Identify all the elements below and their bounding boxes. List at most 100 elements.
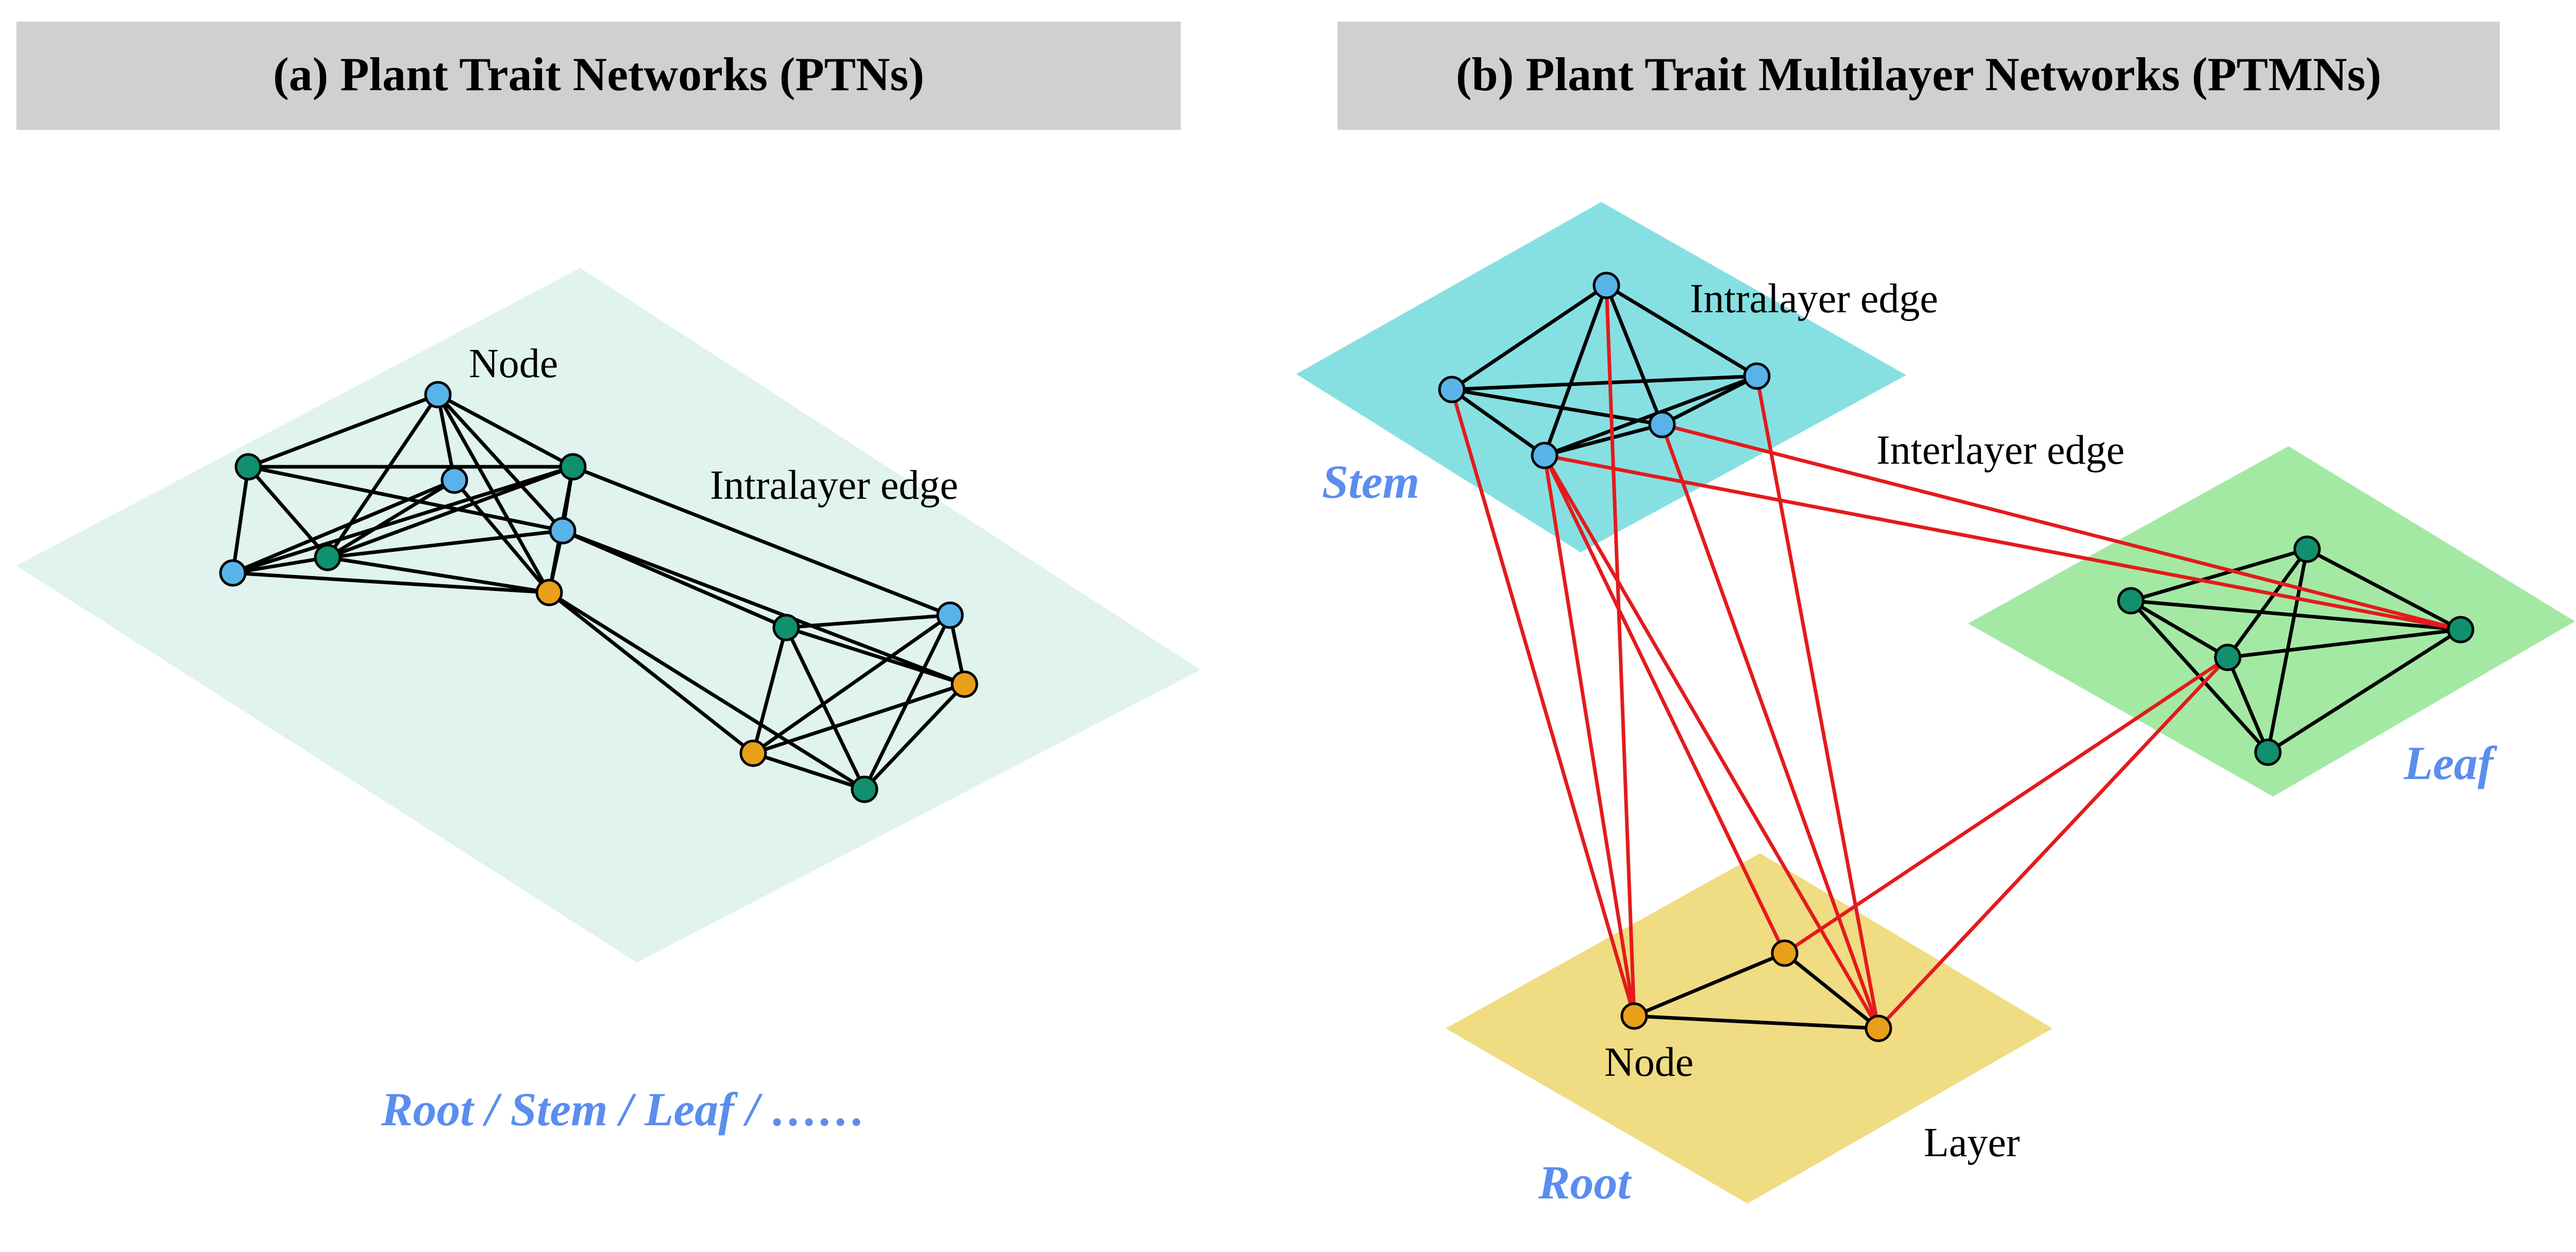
intralayer-edge bbox=[2226, 548, 2309, 659]
intralayer-edge bbox=[863, 683, 966, 791]
interlayer-edge bbox=[1543, 455, 1636, 1017]
panel-b-title: (b) Plant Trait Multilayer Networks (PTM… bbox=[1456, 48, 2381, 100]
interlayer-edge bbox=[1755, 376, 1880, 1029]
intralayer-edge bbox=[1544, 422, 1663, 458]
panel-b-header bbox=[1337, 22, 2500, 130]
intralayer-edge bbox=[785, 625, 965, 686]
intralayer-edge bbox=[437, 393, 574, 469]
intralayer-edge bbox=[436, 393, 564, 532]
panel-a-title: (a) Plant Trait Networks (PTNs) bbox=[273, 48, 924, 100]
leaf-intralayer-edges bbox=[2129, 547, 2462, 754]
intralayer-edge bbox=[1604, 284, 1664, 426]
ptmn-layer-label: Layer bbox=[1924, 1120, 2020, 1165]
interlayer-edge bbox=[1544, 453, 2461, 632]
node bbox=[1648, 411, 1676, 438]
intralayer-edge bbox=[751, 627, 788, 754]
intralayer-edge bbox=[232, 478, 455, 575]
intralayer-edge bbox=[2130, 599, 2229, 659]
ptn-nodes bbox=[219, 381, 978, 803]
intralayer-edge bbox=[2226, 656, 2270, 753]
intralayer-edge bbox=[752, 614, 952, 755]
ptn-intralayer-edge-label: Intralayer edge bbox=[710, 463, 958, 508]
node bbox=[1592, 272, 1620, 299]
layer-name-stem: Stem bbox=[1322, 455, 1419, 508]
intralayer-edge bbox=[327, 529, 563, 560]
intralayer-edge bbox=[2130, 599, 2461, 632]
node bbox=[2214, 644, 2242, 671]
interlayer-edge bbox=[1784, 656, 2229, 955]
intralayer-edge bbox=[2267, 628, 2462, 754]
layer-name-root: Root bbox=[1538, 1156, 1632, 1209]
intralayer-edge bbox=[1605, 284, 1758, 378]
root-nodes bbox=[1620, 939, 1892, 1042]
interlayer-edge bbox=[1604, 285, 1636, 1017]
intralayer-edge bbox=[784, 627, 867, 790]
node bbox=[936, 601, 964, 629]
node bbox=[851, 775, 878, 803]
intralayer-edge bbox=[1450, 388, 1546, 457]
intralayer-edge bbox=[436, 394, 551, 594]
layer-plane-root bbox=[1446, 853, 2053, 1204]
node bbox=[1620, 1002, 1648, 1030]
intralayer-edge bbox=[752, 751, 866, 791]
intralayer-edge bbox=[232, 571, 550, 595]
panel-b: (b) Plant Trait Multilayer Networks (PTM… bbox=[1296, 22, 2575, 1209]
leaf-nodes bbox=[2117, 535, 2475, 766]
intralayer-edge bbox=[572, 465, 951, 617]
interlayer-edge bbox=[1662, 422, 2461, 632]
stem-nodes bbox=[1438, 272, 1771, 469]
layer-name-leaf: Leaf bbox=[2403, 737, 2498, 789]
node bbox=[2117, 587, 2145, 615]
node bbox=[424, 381, 452, 409]
ptmn-node-label: Node bbox=[1604, 1040, 1693, 1085]
intralayer-edge bbox=[1661, 374, 1758, 427]
ptn-intralayer-edges bbox=[231, 393, 967, 791]
intralayer-edge bbox=[548, 591, 866, 791]
intralayer-edge bbox=[326, 394, 439, 559]
root-intralayer-edges bbox=[1633, 951, 1880, 1030]
layer-plane-stem bbox=[1296, 202, 1906, 552]
intralayer-edge bbox=[2227, 628, 2461, 659]
node bbox=[535, 579, 563, 606]
node bbox=[1531, 442, 1558, 469]
interlayer-edge bbox=[1877, 656, 2229, 1030]
stem-intralayer-edges bbox=[1450, 284, 1758, 458]
intralayer-edge bbox=[231, 466, 250, 573]
node bbox=[440, 466, 468, 494]
interlayer-edge bbox=[1450, 389, 1636, 1017]
intralayer-edge bbox=[1544, 374, 1758, 458]
node bbox=[1438, 376, 1466, 403]
node bbox=[559, 453, 587, 481]
interlayer-edge bbox=[1543, 454, 1880, 1029]
interlayer-edge bbox=[1660, 424, 1880, 1029]
intralayer-edge bbox=[2130, 547, 2308, 603]
intralayer-edge bbox=[1451, 284, 1607, 391]
intralayer-edge bbox=[247, 393, 439, 469]
intralayer-edge bbox=[1783, 952, 1880, 1030]
node bbox=[739, 739, 767, 767]
intralayer-edge bbox=[1451, 387, 1663, 427]
node bbox=[951, 670, 978, 698]
interlayer-edges bbox=[1450, 285, 2461, 1030]
panel-a: (a) Plant Trait Networks (PTNs) bbox=[16, 22, 1200, 1136]
intralayer-edge bbox=[2306, 547, 2462, 632]
intralayer-edge bbox=[232, 465, 574, 575]
intralayer-edge bbox=[1543, 284, 1608, 456]
node bbox=[314, 544, 342, 571]
node bbox=[2447, 616, 2475, 644]
panel-a-header bbox=[16, 22, 1181, 130]
node bbox=[219, 559, 247, 587]
intralayer-edge bbox=[562, 529, 965, 686]
intralayer-edge bbox=[548, 591, 755, 755]
intralayer-edge bbox=[752, 682, 965, 755]
node bbox=[1865, 1014, 1892, 1042]
ptn-node-label: Node bbox=[469, 341, 558, 386]
node bbox=[1771, 939, 1799, 967]
node bbox=[549, 517, 577, 545]
node bbox=[234, 453, 262, 481]
intralayer-edge bbox=[1634, 1014, 1879, 1030]
ptn-plane bbox=[16, 268, 1200, 962]
ptn-layer-types: Root / Stem / Leaf / …… bbox=[381, 1083, 866, 1136]
intralayer-edge bbox=[327, 555, 550, 595]
